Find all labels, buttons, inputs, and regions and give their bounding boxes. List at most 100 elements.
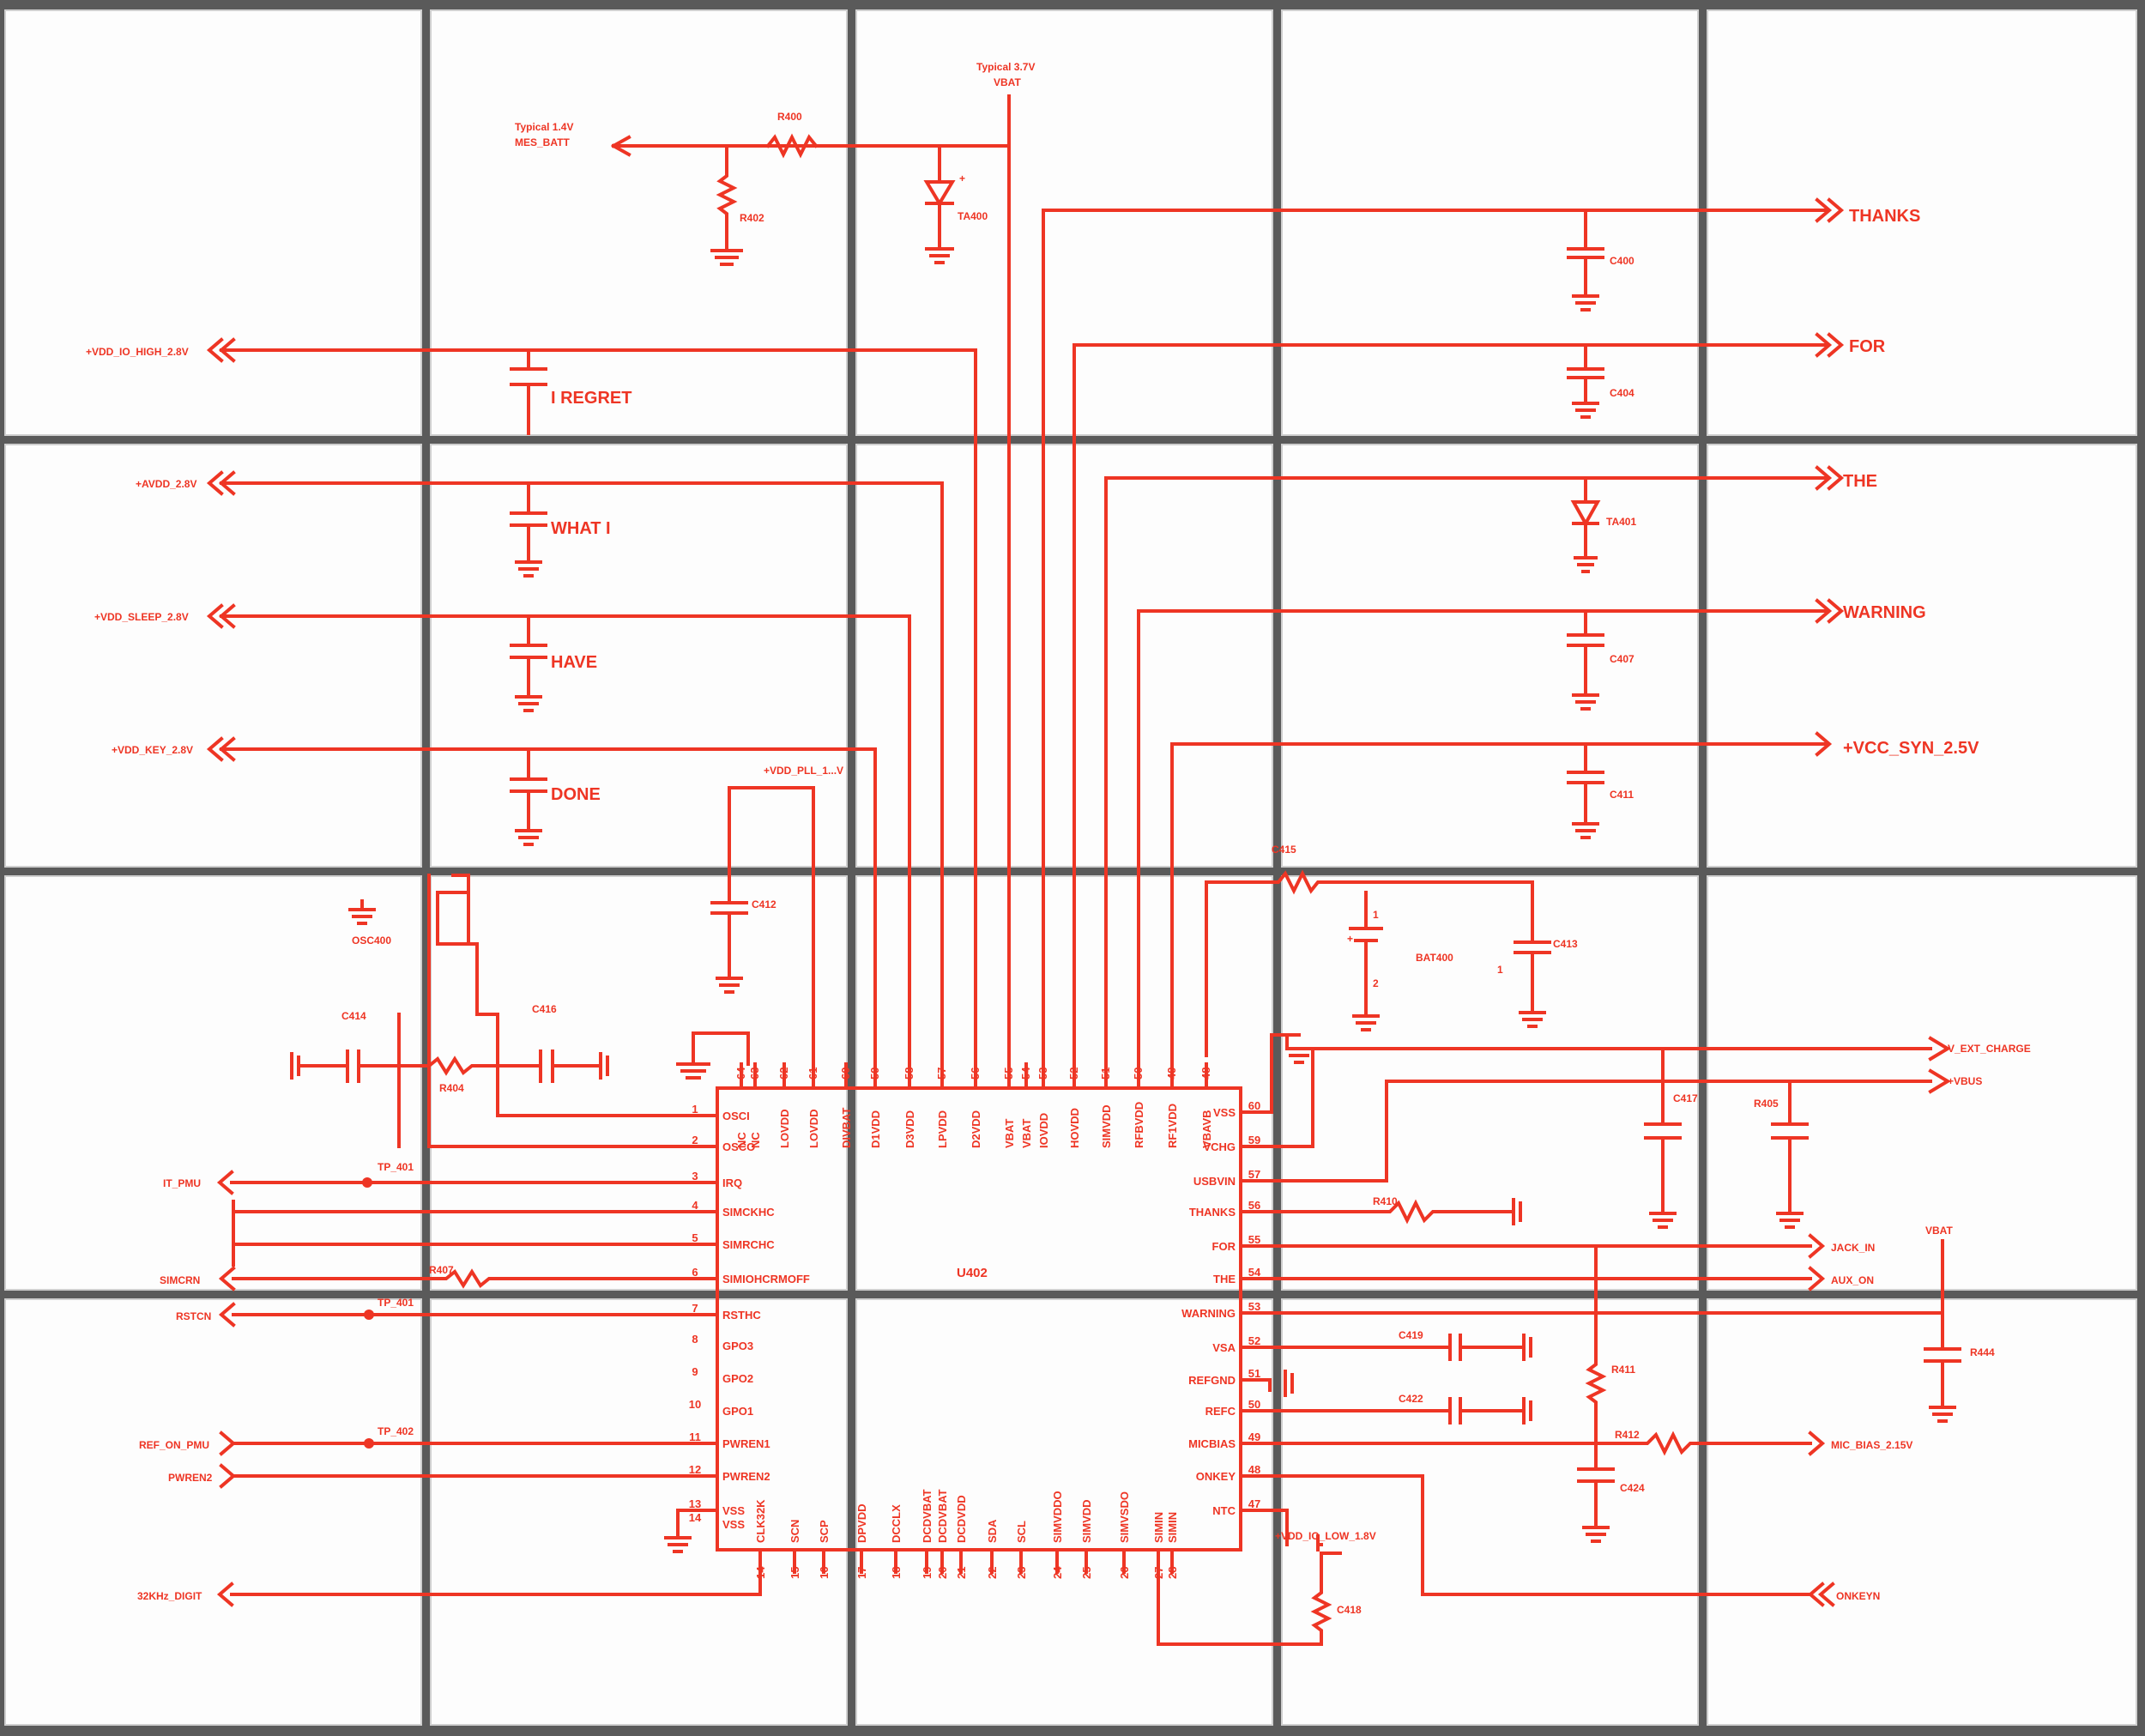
pin-name: REFGND [1188,1374,1236,1387]
net-rstcn: RSTCN [176,1310,211,1322]
net-avdd: +AVDD_2.8V [136,478,196,490]
pin-name: DPVDD [855,1503,868,1543]
pin-number: 18 [890,1567,903,1579]
c413-label: C413 [1553,938,1578,950]
pin-name: ONKEY [1196,1470,1236,1483]
pin-name: DCCLX [890,1504,903,1543]
net-vdd-sleep: +VDD_SLEEP_2.8V [94,611,189,623]
oscillator-osc400 [436,891,470,946]
net-mic-bias: MIC_BIAS_2.15V [1831,1439,1912,1451]
pin-name: HOVDD [1068,1108,1081,1148]
pin-name: SIMVDDO [1051,1491,1064,1543]
net-for: FOR [1849,337,1886,356]
vbat-right-label: VBAT [1925,1225,1953,1237]
pin-number: 22 [986,1567,999,1579]
svg-text:2: 2 [1373,977,1379,989]
pin-name: SCL [1015,1521,1028,1543]
pin-name: RFBVDD [1133,1102,1145,1148]
r405-label: C415 [1272,844,1296,856]
mes-batt-net: MES_BATT [515,136,570,148]
ta401-label: TA401 [1606,516,1636,528]
r407-label: R410 [1373,1195,1398,1207]
pin-number: 62 [777,1068,790,1080]
pin-number: 59 [1248,1134,1260,1146]
pin-name: RSTHC [722,1309,761,1322]
c412-label: C412 [752,898,776,910]
ta400-label: TA400 [958,210,988,222]
r402-label: R402 [740,212,764,224]
pin-name: OSCO [722,1140,755,1153]
pin-number: 55 [1248,1233,1260,1246]
net-jack-in: JACK_IN [1831,1242,1875,1254]
c424-label: C424 [1620,1482,1645,1494]
pin-number: 48 [1248,1463,1260,1476]
pin-number: 6 [692,1266,698,1279]
pin-name: VCHG [1203,1140,1236,1153]
tp-401a-label: TP_401 [378,1161,414,1173]
c415-label: C417 [1673,1092,1698,1104]
pin-number: 4 [692,1199,698,1212]
pin-number: 51 [1248,1367,1260,1380]
svg-text:+: + [1347,933,1353,945]
pin-number: 13 [689,1497,701,1510]
svg-text:+: + [959,172,965,184]
net-vdd-io-low: +VDD_IO_LOW_1.8V [1275,1530,1376,1542]
pin-name: LPVDD [936,1110,949,1148]
pin-number: 54 [1248,1266,1261,1279]
pin-name: NTC [1212,1504,1236,1517]
pin-name: PWREN1 [722,1437,770,1450]
pin-number: 60 [1248,1099,1260,1112]
ceramic-tiles [4,9,2137,1726]
pin-number: 57 [1248,1168,1260,1181]
pin-name: SIMCKHC [722,1206,775,1219]
pin-name: NC [735,1132,748,1148]
svg-text:1: 1 [1497,964,1503,976]
note-i-regret: I REGRET [551,389,631,408]
r411-label: R411 [1611,1364,1635,1376]
bat400-label: BAT400 [1416,952,1453,964]
pin-number: 20 [936,1567,949,1579]
pin-name: SIMVSDO [1118,1491,1131,1543]
c400-label: C400 [1610,255,1634,267]
c418-label: R444 [1970,1346,1995,1358]
pin-name: USBVIN [1193,1175,1236,1188]
pin-name: D1VDD [869,1110,882,1148]
net-v-ext-charge: V_EXT_CHARGE [1948,1043,2031,1055]
pin-number: 3 [692,1170,698,1183]
pin-number: 21 [955,1567,968,1579]
pin-number: 19 [921,1567,934,1579]
pin-number: 10 [689,1398,701,1411]
pin-name: DCDVDD [955,1495,968,1543]
pin-name: DCDVBAT [936,1489,949,1543]
note-have: HAVE [551,653,597,672]
pin-name: LOVDD [807,1110,820,1149]
c422-label: C422 [1399,1393,1423,1405]
pin-number: 23 [1015,1567,1028,1579]
svg-text:1: 1 [1373,909,1379,921]
c411-label: C411 [1610,789,1634,801]
pin-number: 60 [839,1068,852,1080]
pmu-chip-u402 [716,1086,1242,1552]
pin-name: SIMVDD [1100,1104,1113,1148]
pin-number: 15 [789,1567,801,1579]
pin-name: PWREN2 [722,1470,770,1483]
pin-name: RF1VDD [1166,1104,1179,1148]
pin-name: SIMRCHC [722,1238,775,1251]
pin-name: SDA [986,1519,999,1543]
c419-label: C419 [1399,1329,1423,1341]
pin-number: 11 [689,1431,701,1443]
pin-number: 9 [692,1365,698,1378]
pin-name: VBAT [1020,1119,1033,1148]
pin-name: D3VDD [903,1110,916,1148]
net-ref-on-pmu: REF_ON_PMU [139,1439,209,1451]
r400-label: R400 [777,111,802,123]
pin-name: VBAT [1003,1119,1016,1148]
chip-ref-label: U402 [957,1266,988,1280]
pin-name: SCP [818,1520,831,1543]
pin-name: SIMIN [1152,1512,1165,1543]
net-aux-on: AUX_ON [1831,1274,1874,1286]
c407-label: C407 [1610,653,1634,665]
pin-name: GPO2 [722,1372,753,1385]
net-it-pmu: IT_PMU [163,1177,201,1189]
